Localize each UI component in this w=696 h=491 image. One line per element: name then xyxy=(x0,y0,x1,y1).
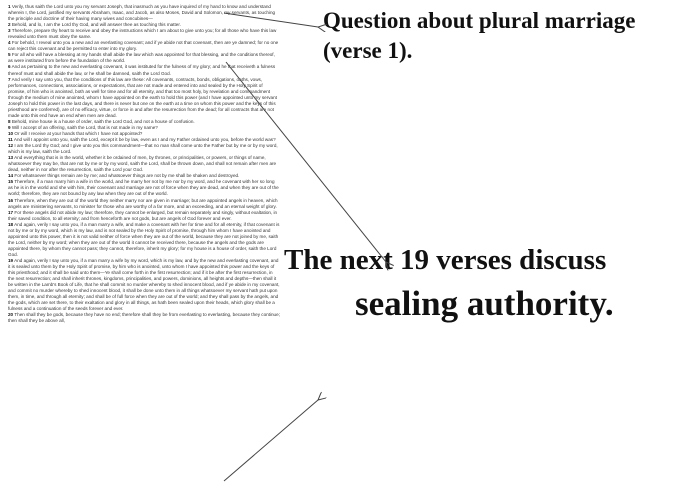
verse-text: Therefore, prepare thy heart to receive … xyxy=(8,28,277,40)
verse: 12 I am the Lord thy God; and I give unt… xyxy=(8,143,280,155)
verse-number: 8 xyxy=(8,118,11,124)
verse-number: 13 xyxy=(8,155,14,161)
verse-text: Behold, and lo, I am the Lord thy God, a… xyxy=(11,22,181,28)
verse-number: 6 xyxy=(8,64,11,70)
verse-number: 16 xyxy=(8,197,14,203)
verse: 14 For whatsoever things remain are by m… xyxy=(8,173,280,179)
verse-text: Will I accept of an offering, saith the … xyxy=(11,124,158,130)
verse-text: For whatsoever things remain are by me; … xyxy=(14,173,240,179)
verse: 13 And everything that is in the world, … xyxy=(8,155,280,173)
verse-text: And again, verily I say unto you, if a m… xyxy=(8,221,280,257)
annotation-next-verses: The next 19 verses discuss xyxy=(284,244,607,276)
verse: 9 Will I accept of an offering, saith th… xyxy=(8,125,280,131)
verse-text: Behold, mine house is a house of order, … xyxy=(11,118,195,124)
verse: 18 And again, verily I say unto you, if … xyxy=(8,222,280,258)
verse-number: 17 xyxy=(8,209,14,215)
verse: 5 For all who will have a blessing at my… xyxy=(8,52,280,64)
verse-number: 19 xyxy=(8,257,14,263)
verse-text: Verily, thus saith the Lord unto you my … xyxy=(8,4,276,22)
verse-text: For behold, I reveal unto you a new and … xyxy=(8,40,279,52)
verse: 2 Behold, and lo, I am the Lord thy God,… xyxy=(8,22,280,28)
verse-text: And everything that is in the world, whe… xyxy=(8,155,277,173)
verse: 15 Therefore, if a man marry him a wife … xyxy=(8,179,280,197)
arrow-to-verse-1 xyxy=(223,12,318,27)
verse-text: Therefore, if a man marry him a wife in … xyxy=(8,179,279,197)
verse: 10 Or will I receive at your hands that … xyxy=(8,131,280,137)
verse-number: 12 xyxy=(8,143,14,149)
verse-text: I am the Lord thy God; and I give unto y… xyxy=(8,143,278,155)
verse: 1 Verily, thus saith the Lord unto you m… xyxy=(8,4,280,22)
verse-text: For these angels did not abide my law; t… xyxy=(8,209,278,221)
verse-text: Or will I receive at your hands that whi… xyxy=(14,130,143,136)
verse-text: Therefore, when they are out of the worl… xyxy=(8,197,278,209)
verse-number: 9 xyxy=(8,124,11,130)
verse-number: 10 xyxy=(8,130,14,136)
verse: 19 And again, verily I say unto you, if … xyxy=(8,258,280,312)
verse-number: 7 xyxy=(8,76,11,82)
arrow-to-verse-2 xyxy=(225,61,386,262)
verse-number: 4 xyxy=(8,40,11,46)
verse-number: 15 xyxy=(8,179,14,185)
verse-number: 14 xyxy=(8,173,14,179)
verse: 16 Therefore, when they are out of the w… xyxy=(8,198,280,210)
scripture-text: 1 Verily, thus saith the Lord unto you m… xyxy=(8,4,280,491)
verse: 3 Therefore, prepare thy heart to receiv… xyxy=(8,28,280,40)
arrow-to-verse-20 xyxy=(223,400,318,482)
verse-number: 20 xyxy=(8,312,14,318)
verse-text: And as pertaining to the new and everlas… xyxy=(8,64,276,76)
verse: 7 And verily I say unto you, that the co… xyxy=(8,77,280,119)
verse-number: 3 xyxy=(8,28,11,34)
verse-text: And will I appoint unto you, saith the L… xyxy=(13,137,276,143)
verse-number: 18 xyxy=(8,221,14,227)
verse-text: And again, verily I say unto you, if a m… xyxy=(8,257,280,312)
verse-number: 1 xyxy=(8,4,11,9)
verse: 20 Then shall they be gods, because they… xyxy=(8,312,280,324)
verse: 17 For these angels did not abide my law… xyxy=(8,210,280,222)
verse-text: For all who will have a blessing at my h… xyxy=(8,52,275,64)
verse: 11 And will I appoint unto you, saith th… xyxy=(8,137,280,143)
verse: 6 And as pertaining to the new and everl… xyxy=(8,64,280,76)
verse-number: 11 xyxy=(8,137,13,143)
verse-number: 2 xyxy=(8,22,11,28)
verse: 4 For behold, I reveal unto you a new an… xyxy=(8,40,280,52)
annotation-sealing-authority: sealing authority. xyxy=(355,284,614,323)
verse-text: Then shall they be gods, because they ha… xyxy=(8,312,280,324)
verse-text: And verily I say unto you, that the cond… xyxy=(8,76,277,118)
verse-number: 5 xyxy=(8,52,11,58)
annotation-question: Question about plural marriage (verse 1)… xyxy=(323,8,636,63)
verse: 8 Behold, mine house is a house of order… xyxy=(8,119,280,125)
